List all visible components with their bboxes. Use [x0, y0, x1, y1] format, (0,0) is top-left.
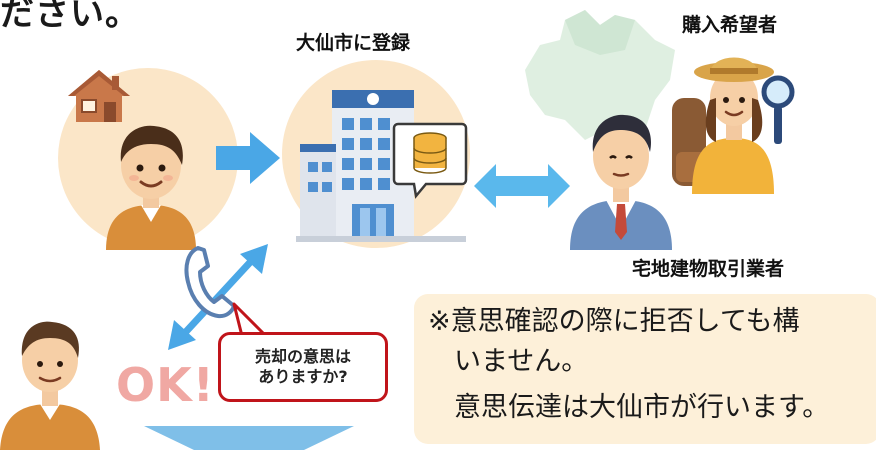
down-arrow-icon [144, 426, 354, 450]
telephone-icon [184, 246, 236, 319]
map-silhouette [525, 10, 675, 145]
bubble-line-1: 売却の意思は [254, 347, 351, 366]
elder-person-icon [0, 321, 100, 450]
ok-text: OK! [116, 358, 215, 412]
city-register-label: 大仙市に登録 [296, 32, 411, 54]
bubble-line-2: ありますか? [258, 367, 348, 386]
dealer-label: 宅地建物取引業者 [632, 258, 785, 280]
house-icon [68, 70, 130, 122]
buyer-hiker-icon [672, 57, 774, 194]
arrow-right-icon [216, 132, 280, 184]
page-heading-fragment: ださい。 [0, 0, 140, 34]
buyer-label: 購入希望者 [682, 14, 778, 36]
database-icon [392, 122, 468, 199]
magnifier-icon [761, 75, 795, 144]
speech-bubble: 売却の意思は ありますか? [218, 332, 388, 402]
note-line-1: ※意思確認の際に拒否しても構 [428, 306, 800, 337]
double-arrow-icon [474, 164, 570, 208]
note-box [414, 294, 876, 444]
note-line-2: いません。 [454, 346, 589, 377]
businessman-icon [570, 114, 672, 250]
note-line-3: 意思伝達は大仙市が行います。 [454, 392, 830, 423]
owner-person-icon [106, 125, 196, 250]
